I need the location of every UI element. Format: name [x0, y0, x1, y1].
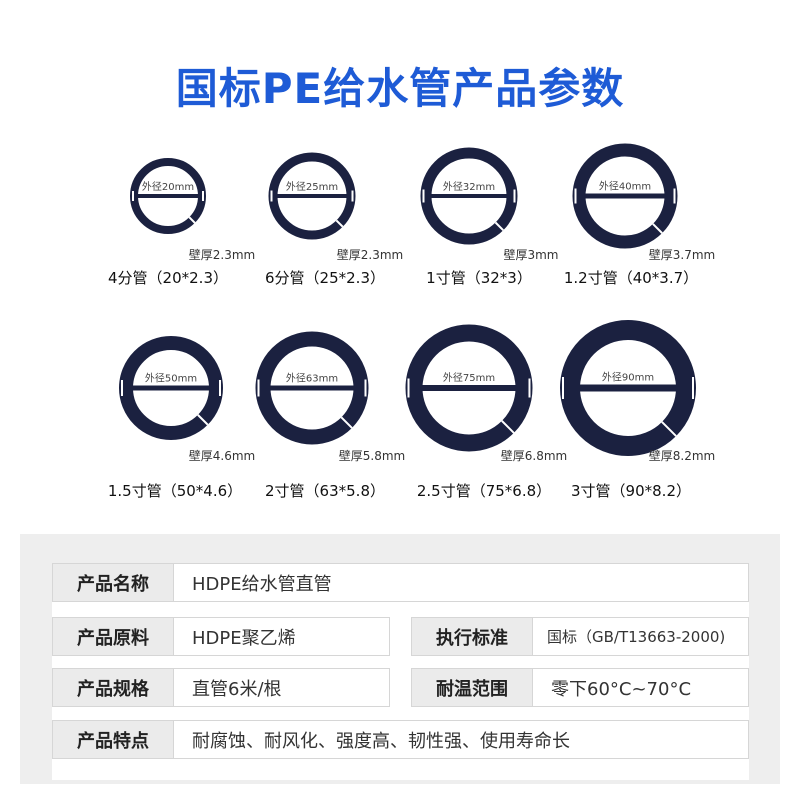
outer-diameter-label: 外径20mm [142, 180, 194, 193]
spec-row-spec: 产品规格 直管6米/根 [52, 668, 390, 707]
spec-table: 产品名称 HDPE给水管直管 产品原料 HDPE聚乙烯 执行标准 国标（GB/T… [52, 563, 749, 780]
wall-thickness-label: 壁厚5.8mm [339, 448, 405, 463]
bar-end-mark [364, 379, 367, 397]
bar-end-mark [407, 378, 410, 398]
bar-end-mark [257, 379, 260, 397]
bar-end-mark [692, 377, 694, 399]
pipe-size-label: 4分管（20*2.3） [108, 269, 228, 287]
bar-end-mark [574, 188, 577, 204]
pipe-item: 外径32mm 壁厚3mm 1寸管（32*3） [420, 147, 559, 287]
outer-diameter-label: 外径63mm [286, 372, 338, 385]
pipe-item: 外径25mm 壁厚2.3mm 6分管（25*2.3） [265, 152, 403, 287]
spec-val-material: HDPE聚乙烯 [192, 627, 296, 649]
bar-end-mark [219, 380, 221, 396]
wall-mark [188, 216, 196, 224]
bar-end-mark [528, 378, 531, 398]
wall-mark [335, 219, 344, 228]
spec-val-name: HDPE给水管直管 [192, 573, 332, 595]
spec-val-standard: 国标（GB/T13663-2000) [547, 628, 726, 646]
spec-row-standard: 执行标准 国标（GB/T13663-2000) [411, 617, 749, 656]
outer-diameter-label: 外径90mm [602, 371, 654, 384]
outer-diameter-label: 外径50mm [145, 372, 197, 385]
bar-end-mark [202, 191, 204, 201]
spec-row-feature: 产品特点 耐腐蚀、耐风化、强度高、韧性强、使用寿命长 [52, 720, 749, 759]
pipe-size-label: 1.5寸管（50*4.6） [108, 482, 242, 500]
wall-thickness-label: 壁厚2.3mm [189, 247, 255, 262]
pipe-item: 外径63mm 壁厚5.8mm 2寸管（63*5.8） [255, 331, 405, 500]
spec-row-name: 产品名称 HDPE给水管直管 [52, 563, 749, 602]
spec-row-material: 产品原料 HDPE聚乙烯 [52, 617, 390, 656]
pipe-size-label: 2寸管（63*5.8） [265, 482, 385, 500]
outer-diameter-label: 外径25mm [286, 180, 338, 193]
wall-mark [652, 223, 663, 234]
pipe-item: 外径40mm 壁厚3.7mm 1.2寸管（40*3.7） [564, 143, 715, 287]
wall-mark [494, 221, 505, 232]
wall-thickness-label: 壁厚4.6mm [189, 448, 255, 463]
pipe-size-label: 3寸管（90*8.2） [571, 482, 691, 500]
bar-end-mark [121, 380, 123, 396]
wall-mark [501, 420, 515, 434]
diameter-bar [120, 385, 222, 391]
bar-end-mark [422, 189, 425, 203]
spec-key-standard: 执行标准 [412, 618, 533, 655]
diameter-bar [256, 385, 368, 391]
spec-val-spec: 直管6米/根 [192, 678, 282, 700]
wall-thickness-label: 壁厚6.8mm [501, 448, 567, 463]
pipe-item: 外径50mm 壁厚4.6mm 1.5寸管（50*4.6） [108, 336, 255, 500]
bar-end-mark [562, 377, 564, 399]
pipe-item: 外径75mm 壁厚6.8mm 2.5寸管（75*6.8） [405, 324, 567, 500]
pipe-item: 外径90mm 壁厚8.2mm 3寸管（90*8.2） [560, 320, 715, 500]
pipe-diagram: 外径20mm 壁厚2.3mm 4分管（20*2.3） 外径25mm 壁厚2.3mm 6分管… [108, 143, 715, 500]
diameter-bar [131, 194, 205, 198]
bar-end-mark [673, 188, 676, 204]
wall-thickness-label: 壁厚3.7mm [649, 247, 715, 262]
spec-row-temp: 耐温范围 零下60°C~70°C [411, 668, 749, 707]
wall-thickness-label: 壁厚3mm [503, 247, 558, 262]
wall-thickness-label: 壁厚2.3mm [337, 247, 403, 262]
spec-key-feature: 产品特点 [53, 721, 174, 758]
outer-diameter-label: 外径75mm [443, 371, 495, 384]
diameter-bar [561, 384, 695, 392]
page-title: 国标PE给水管产品参数 [175, 64, 625, 113]
pipe-size-label: 1.2寸管（40*3.7） [564, 269, 698, 287]
wall-mark [197, 414, 209, 426]
bar-end-mark [132, 191, 134, 201]
bar-end-mark [513, 189, 516, 203]
pipe-item: 外径20mm 壁厚2.3mm 4分管（20*2.3） [108, 158, 255, 287]
diameter-bar [406, 385, 532, 391]
spec-panel: 产品名称 HDPE给水管直管 产品原料 HDPE聚乙烯 执行标准 国标（GB/T… [20, 534, 780, 784]
diameter-bar [421, 194, 517, 198]
outer-diameter-label: 外径32mm [443, 180, 495, 193]
spec-key-name: 产品名称 [53, 564, 174, 601]
outer-diameter-label: 外径40mm [599, 180, 651, 193]
spec-key-material: 产品原料 [53, 618, 174, 655]
diameter-bar [269, 194, 355, 198]
wall-thickness-label: 壁厚8.2mm [649, 448, 715, 463]
pipe-size-label: 1寸管（32*3） [426, 269, 532, 287]
spec-val-temp: 零下60°C~70°C [551, 678, 692, 700]
spec-key-temp: 耐温范围 [412, 669, 533, 706]
bar-end-mark [351, 190, 354, 202]
pipe-size-label: 6分管（25*2.3） [265, 269, 385, 287]
bar-end-mark [270, 190, 273, 202]
wall-mark [340, 416, 353, 429]
spec-val-feature: 耐腐蚀、耐风化、强度高、韧性强、使用寿命长 [192, 730, 570, 752]
pipe-size-label: 2.5寸管（75*6.8） [417, 482, 551, 500]
spec-key-spec: 产品规格 [53, 669, 174, 706]
diameter-bar [573, 193, 677, 199]
wall-mark [661, 421, 677, 437]
